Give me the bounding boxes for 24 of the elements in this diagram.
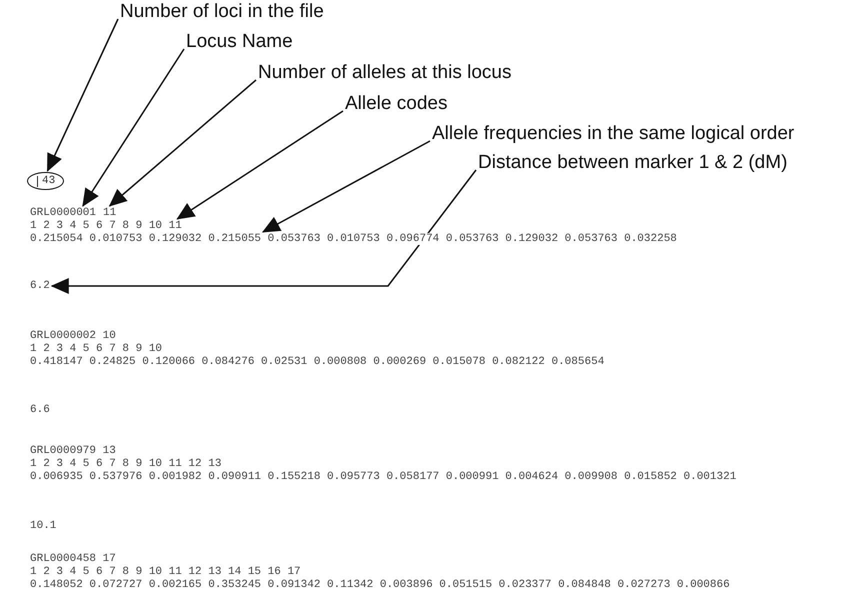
file-text-line: 10.1 xyxy=(30,520,56,532)
callout-text: Number of loci in the file xyxy=(120,2,324,22)
callout-text: Allele codes xyxy=(345,94,448,114)
leader-line xyxy=(176,110,344,220)
leader-line xyxy=(262,140,430,233)
circled-value: 43 xyxy=(27,172,64,190)
file-text-line: GRL0000458 17 xyxy=(30,553,116,565)
callout-text: Number of alleles at this locus xyxy=(258,63,512,83)
callout-text: Locus Name xyxy=(186,32,293,52)
file-text-line: 1 2 3 4 5 6 7 8 9 10 11 12 13 xyxy=(30,458,222,470)
callout-text: Distance between marker 1 & 2 (dM) xyxy=(478,153,788,173)
leader-line xyxy=(46,18,119,172)
file-text-line: GRL0000002 10 xyxy=(30,330,116,342)
file-text-line: 0.418147 0.24825 0.120066 0.084276 0.02531 0.000808 0.000269 0.015078 0.082122 0.085654 xyxy=(30,356,604,368)
callout-text: Allele frequencies in the same logical order xyxy=(432,124,794,144)
leader-line xyxy=(108,79,256,207)
leader-line xyxy=(50,170,477,294)
file-text-line: GRL0000979 13 xyxy=(30,445,116,457)
file-text-line: 6.6 xyxy=(30,404,50,416)
file-text-line: 1 2 3 4 5 6 7 8 9 10 11 12 13 14 15 16 17 xyxy=(30,566,301,578)
leader-line xyxy=(82,48,185,207)
file-text-line: 0.148052 0.072727 0.002165 0.353245 0.091342 0.11342 0.003896 0.051515 0.023377 0.084848 0.027273 0.000866 xyxy=(30,579,730,591)
file-text-line: 1 2 3 4 5 6 7 8 9 10 xyxy=(30,343,162,355)
file-text-line: 0.006935 0.537976 0.001982 0.090911 0.155218 0.095773 0.058177 0.000991 0.004624 0.009908 0.015852 0.001321 xyxy=(30,471,736,483)
